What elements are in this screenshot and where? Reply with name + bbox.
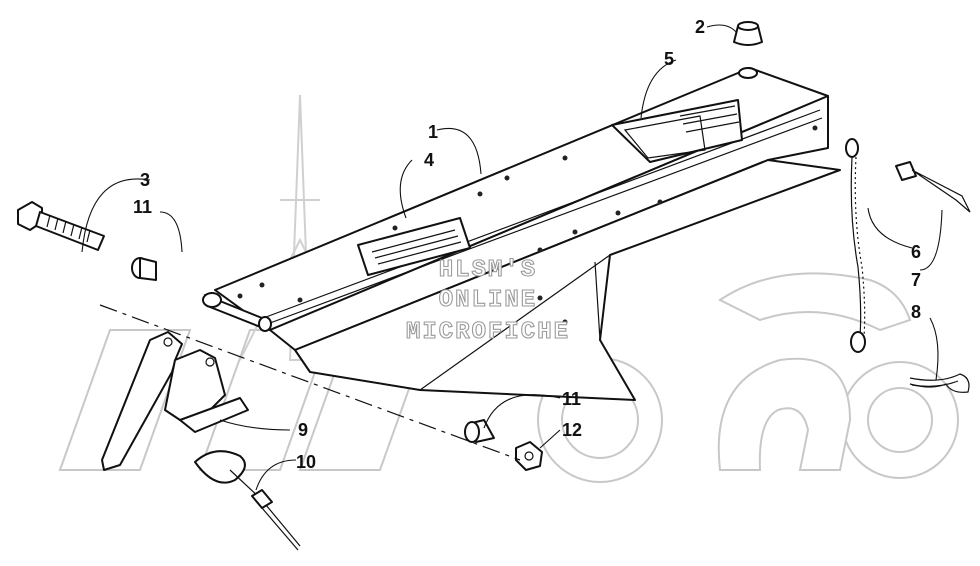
callout-11-lower: 11 bbox=[562, 389, 581, 409]
callout-3: 3 bbox=[140, 170, 150, 190]
clevis-pin bbox=[895, 161, 971, 213]
callouts: 1 2 3 4 5 6 7 8 9 10 11 11 12 bbox=[133, 17, 921, 472]
decal-left bbox=[357, 217, 471, 276]
watermark-line1: HLSM'S bbox=[439, 257, 537, 284]
callout-1: 1 bbox=[428, 122, 438, 142]
callout-5: 5 bbox=[664, 49, 674, 69]
bracket bbox=[101, 331, 249, 471]
decal-right bbox=[611, 99, 743, 163]
callout-2: 2 bbox=[695, 17, 705, 37]
callout-7: 7 bbox=[911, 270, 921, 290]
spacer-lower bbox=[464, 419, 495, 443]
callout-11-upper: 11 bbox=[133, 197, 152, 217]
tether-cable bbox=[845, 138, 866, 353]
nut bbox=[515, 441, 543, 471]
leader-lines bbox=[81, 24, 943, 491]
watermark: HLSM'S ONLINE MICROFICHE bbox=[405, 256, 570, 346]
spacer-upper bbox=[131, 257, 157, 281]
watermark-line2: ONLINE bbox=[439, 287, 537, 314]
callout-4: 4 bbox=[424, 150, 434, 170]
callout-8: 8 bbox=[911, 302, 921, 322]
callout-6: 6 bbox=[911, 242, 921, 262]
grommet bbox=[733, 21, 763, 46]
callout-12: 12 bbox=[562, 420, 582, 440]
callout-10: 10 bbox=[296, 452, 316, 472]
cotter-pin bbox=[909, 373, 970, 393]
watermark-line3: MICROFICHE bbox=[406, 319, 570, 346]
callout-9: 9 bbox=[298, 420, 308, 440]
axis-line bbox=[99, 304, 521, 461]
latch-pin bbox=[194, 450, 301, 551]
bolt bbox=[17, 201, 105, 251]
